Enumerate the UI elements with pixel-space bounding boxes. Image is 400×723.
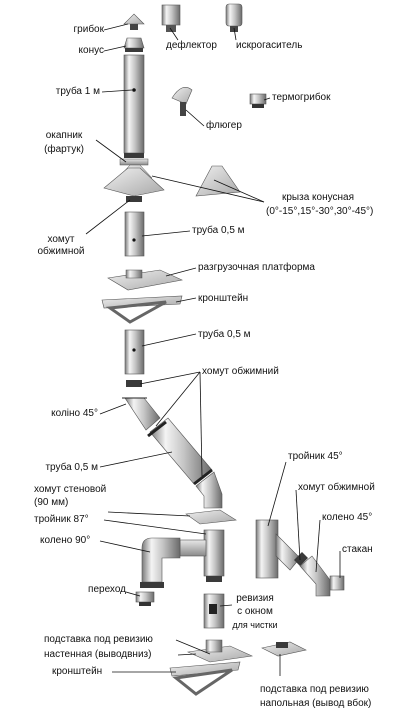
unloading-platform-part xyxy=(107,269,183,291)
deflector-part xyxy=(161,4,181,32)
clamp-wall-part xyxy=(185,509,237,525)
label-clamp-wall-1: хомут стеновой xyxy=(34,484,107,495)
label-stand-wall-1: подставка под ревизию xyxy=(44,634,153,645)
elbow-45-right-part xyxy=(299,555,331,597)
thermo-cap-part xyxy=(249,93,267,108)
label-stand-wall-2: настенная (выводвниз) xyxy=(44,649,152,660)
label-clamp-crimp: хомут обжимний xyxy=(202,366,279,377)
label-apron-2: (фартук) xyxy=(44,144,84,155)
tee-45-part xyxy=(255,519,301,579)
label-elbow-90: колено 90° xyxy=(40,535,91,546)
pipe-05m-top-part xyxy=(124,211,145,257)
label-revision-3: для чистки xyxy=(232,620,278,630)
weather-vane-part xyxy=(171,87,193,116)
label-revision-2: с окном xyxy=(237,606,273,617)
label-apron-1: окапник xyxy=(45,130,83,141)
label-conical-roof-1: крыза конусная xyxy=(282,192,355,203)
elbow-45-part xyxy=(122,397,161,431)
label-pipe-05m-low: труба 0,5 м xyxy=(45,462,98,473)
label-elbow-45-right: колено 45° xyxy=(322,512,373,523)
label-thermo-cap: термогрибок xyxy=(272,92,331,103)
label-pipe-1m: труба 1 м xyxy=(55,86,100,97)
label-clamp-right: хомут обжимной xyxy=(298,482,375,493)
label-unloading-platform: разгрузочная платформа xyxy=(198,262,315,273)
elbow-90-part xyxy=(140,537,181,588)
pipe-05m-low-part xyxy=(147,417,213,486)
label-clamp-left-2: обжимной xyxy=(37,246,85,257)
label-revision-1: ревизия xyxy=(236,593,274,604)
label-cone: конус xyxy=(78,45,104,56)
leader-lines xyxy=(85,23,341,676)
label-pipe-05m-mid: труба 0,5 м xyxy=(198,329,251,340)
clamp-right-part xyxy=(294,552,308,566)
label-cap: грибок xyxy=(73,24,104,35)
bracket-top-part xyxy=(101,295,183,324)
label-stand-floor-2: напольная (вывод вбок) xyxy=(260,698,372,709)
cap-part xyxy=(123,13,145,30)
adapter-part xyxy=(135,591,155,606)
label-pipe-05m-top: труба 0,5 м xyxy=(192,225,245,236)
label-tee-87: тройник 87° xyxy=(34,514,89,525)
conical-roof-part-left xyxy=(103,167,165,197)
label-conical-roof-2: (0°-15°,15°-30°,30°-45°) xyxy=(266,206,374,217)
label-deflector: дефлектор xyxy=(166,40,217,51)
label-spark-arrester: искрогаситель xyxy=(236,40,303,51)
sleeve-part xyxy=(329,575,345,591)
elbow-45-lower-part xyxy=(195,471,223,509)
label-sleeve: стакан xyxy=(342,544,373,555)
pipe-1m-part xyxy=(123,54,145,158)
label-weather-vane: флюгер xyxy=(206,120,242,131)
label-clamp-wall-2: (90 мм) xyxy=(34,497,69,508)
revision-part xyxy=(203,593,225,629)
tee-87-part xyxy=(179,529,225,582)
label-adapter: переход xyxy=(88,584,126,595)
label-bracket-top: кронштейн xyxy=(198,293,249,304)
pipe-05m-mid-part xyxy=(124,329,145,387)
label-stand-floor-1: подставка под ревизию xyxy=(260,684,369,695)
clamp-part-top xyxy=(126,196,142,202)
cone-part xyxy=(123,37,145,52)
stand-wall-part xyxy=(186,639,254,663)
label-clamp-left-1: хомут xyxy=(47,234,75,245)
label-elbow-45: коліно 45° xyxy=(51,408,98,419)
bracket-bottom-part xyxy=(169,661,241,696)
spark-arrester-part xyxy=(225,3,243,32)
stand-floor-part xyxy=(261,641,307,657)
label-bracket-bottom: кронштейн xyxy=(52,666,103,677)
label-tee-45: тройник 45° xyxy=(288,451,343,462)
